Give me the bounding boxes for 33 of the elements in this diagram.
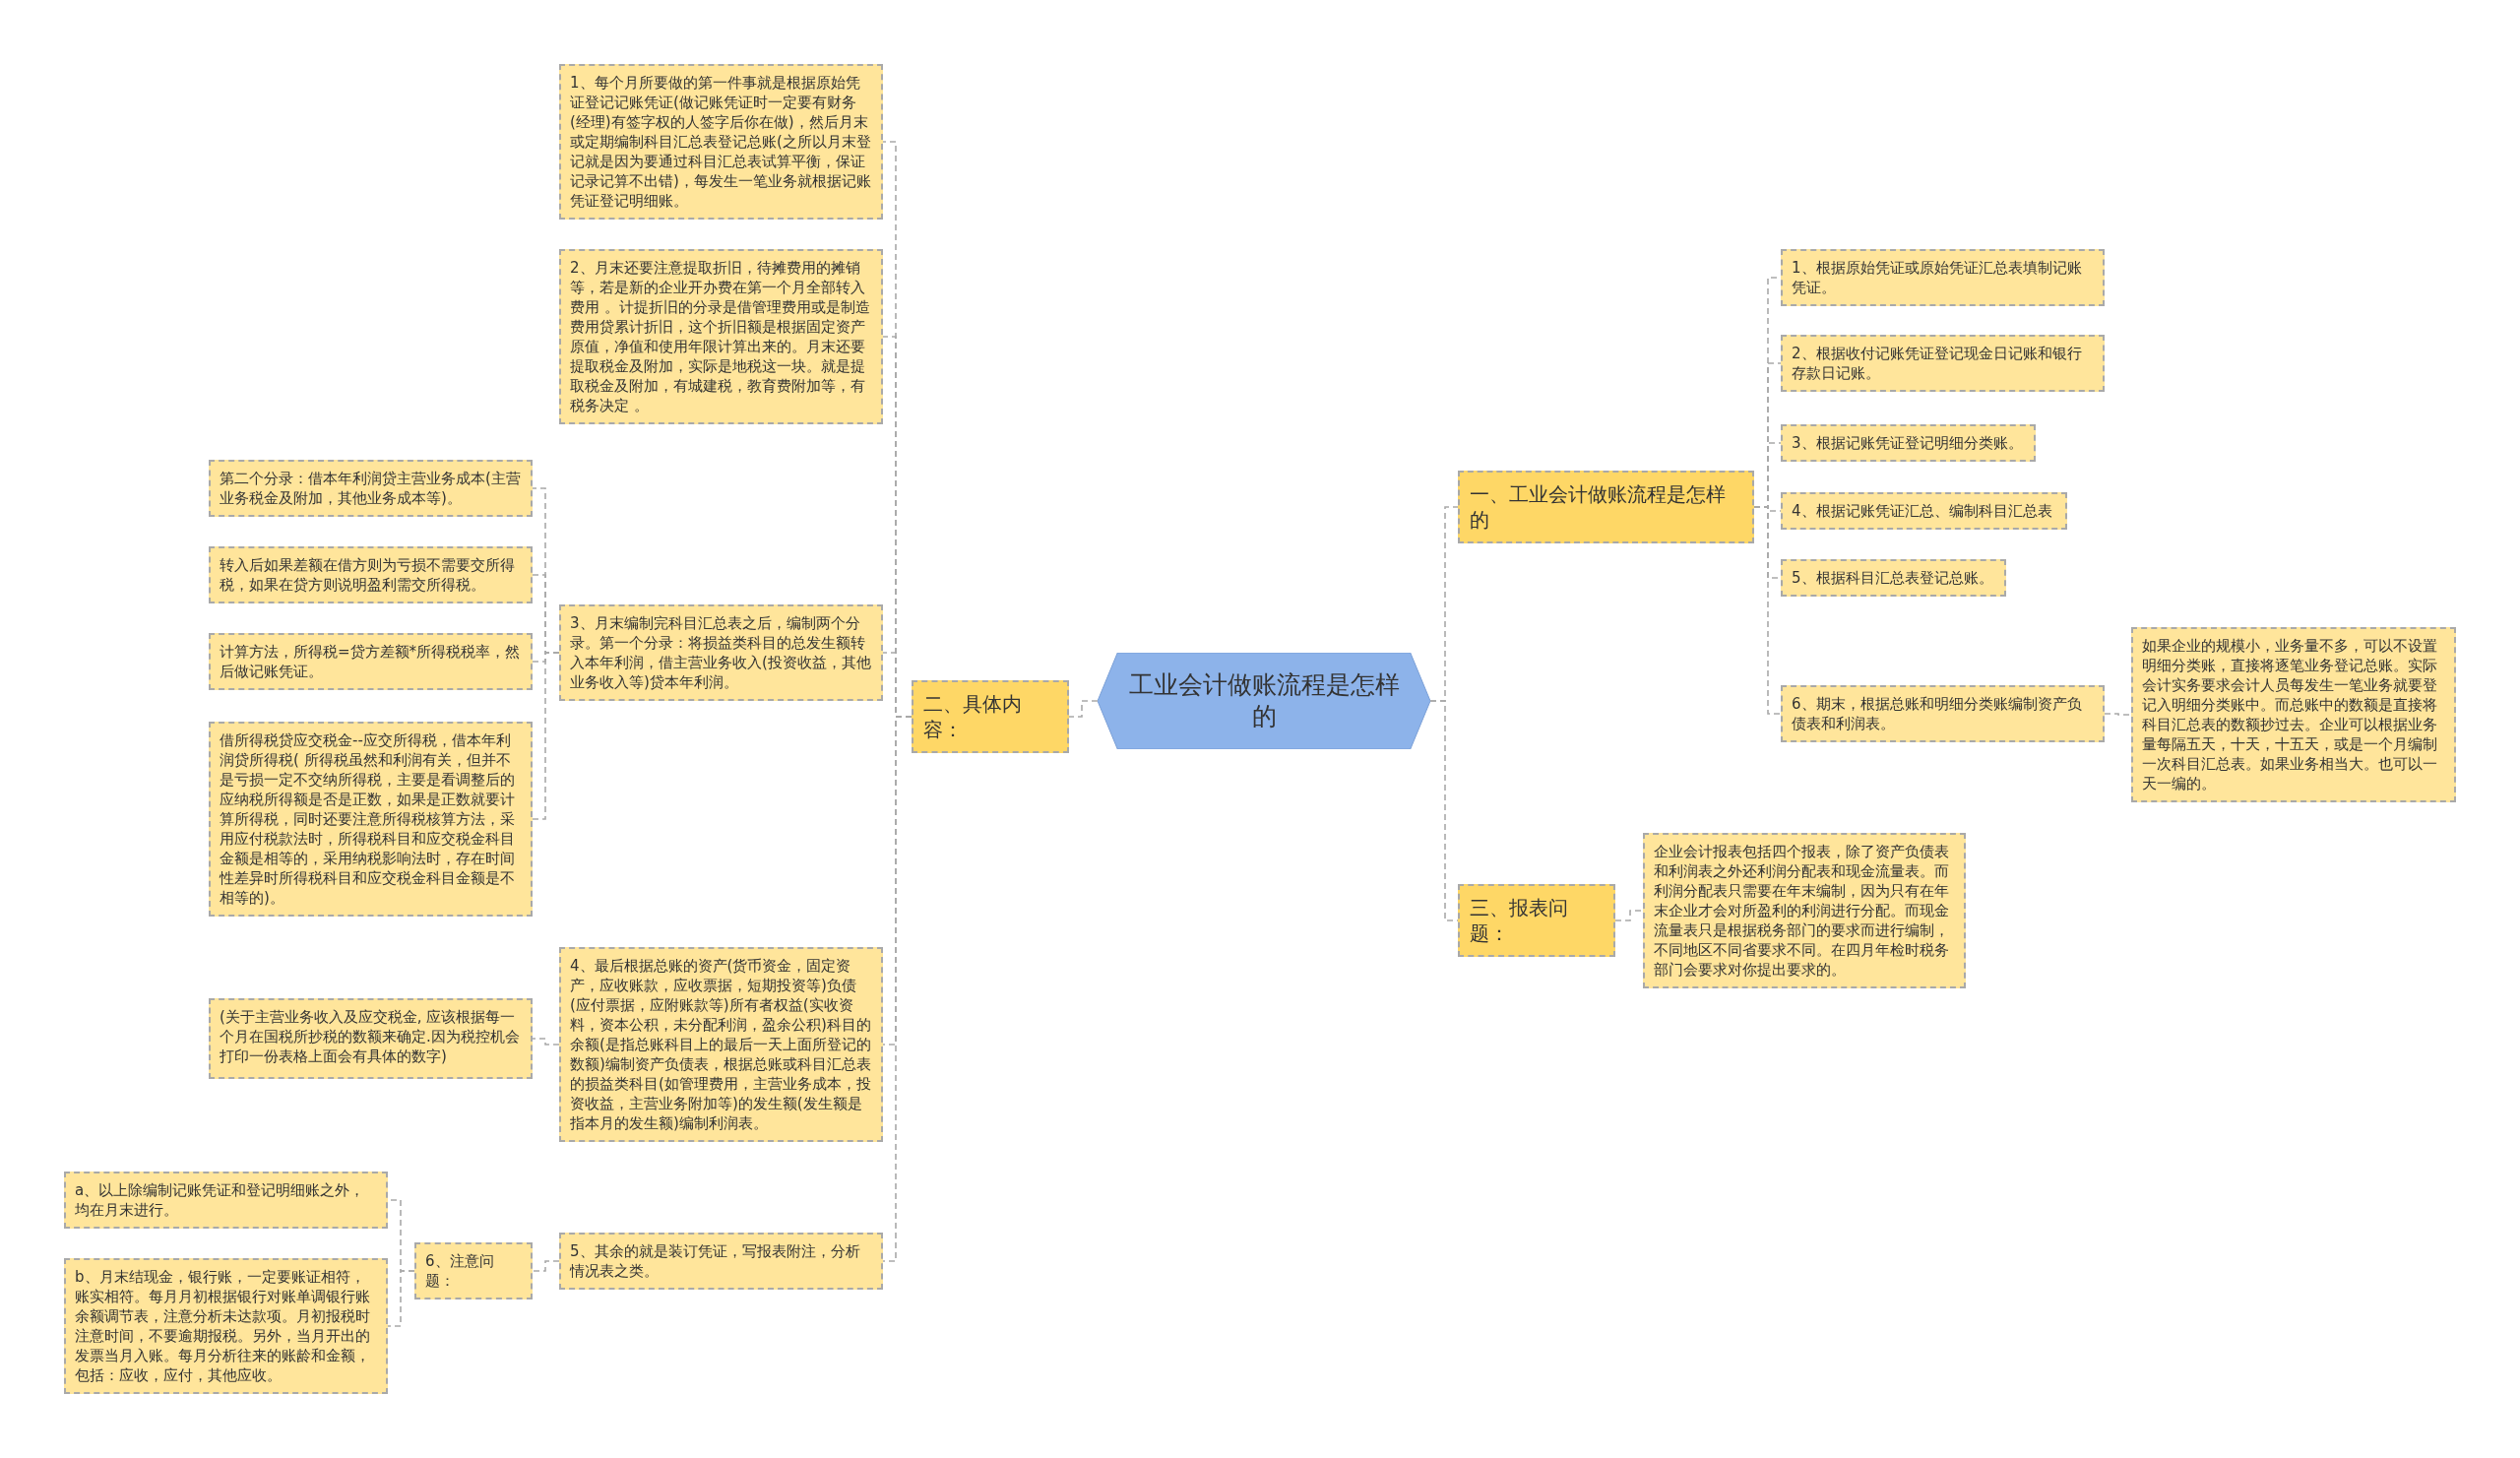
connector-line <box>387 1270 415 1327</box>
topic-box: (关于主营业务收入及应交税金, 应该根据每一个月在国税所抄税的数额来确定.因为税控机会打印一份表格上面会有具体的数字) <box>209 998 533 1079</box>
topic-box: 5、其余的就是装订凭证，写报表附注，分析情况表之类。 <box>559 1233 883 1290</box>
topic-box: 6、注意问题： <box>414 1242 533 1300</box>
topic-box: b、月末结现金，银行账，一定要账证相符，账实相符。每月月初根据银行对账单调银行账余额调节表，注意分析未达款项。月初报税时注意时间，不要逾期报税。另外，当月开出的发票当月入账。每月分析往来的账龄和金额，包括：应收，应付，其他应收。 <box>64 1258 388 1394</box>
topic-box: 如果企业的规模小，业务量不多，可以不设置明细分类账，直接将逐笔业务登记总账。实际会计实务要求会计人员每发生一笔业务就要登记入明细分类账中。而总账中的数额是直接将科目汇总表的数额抄过去。企业可以根据业务量每隔五天，十天，十五天，或是一个月编制一次科目汇总表。如果业务相当大。也可以一天一编的。 <box>2131 627 2456 802</box>
topic-box: 企业会计报表包括四个报表，除了资产负债表和利润表之外还利润分配表和现金流量表。而利润分配表只需要在年末编制，因为只有在年末企业才会对所盈利的利润进行分配。而现金流量表只是根据税务部门的要求而进行编制，不同地区不同省要求不同。在四月年检时税务部门会要求对你提出要求的。 <box>1643 833 1966 988</box>
topic-box: 5、根据科目汇总表登记总账。 <box>1781 559 2006 597</box>
connector-line <box>1614 910 1644 921</box>
topic-box: 第二个分录：借本年利润贷主营业务成本(主营业务税金及附加，其他业务成本等)。 <box>209 460 533 517</box>
connector-line <box>2104 713 2132 716</box>
topic-box: 1、根据原始凭证或原始凭证汇总表填制记账凭证。 <box>1781 249 2105 306</box>
branch-topic: 二、具体内容： <box>912 680 1069 753</box>
topic-box: 6、期末，根据总账和明细分类账编制资产负债表和利润表。 <box>1781 685 2105 742</box>
connector-line <box>532 1038 560 1046</box>
topic-box: 2、月末还要注意提取折旧，待摊费用的摊销等，若是新的企业开办费在第一个月全部转入费用 。计提折旧的分录是借管理费用或是制造费用贷累计折旧，这个折旧额是根据固定资产原值，净值和使用年限计算出来的。月末还要提取税金及附加，实际是地税这一块。就是提取税金及附加，有城建税，教育费附加等，有税务决定 。 <box>559 249 883 424</box>
topic-box: 2、根据收付记账凭证登记现金日记账和银行存款日记账。 <box>1781 335 2105 392</box>
topic-box: 计算方法，所得税=贷方差额*所得税税率，然后做记账凭证。 <box>209 633 533 690</box>
connector-line <box>532 652 560 820</box>
connector-line <box>532 1260 560 1272</box>
connector-line <box>1753 506 1782 715</box>
branch-topic: 三、报表问题： <box>1458 884 1615 957</box>
topic-box: a、以上除编制记账凭证和登记明细账之外，均在月末进行。 <box>64 1172 388 1229</box>
topic-box: 4、根据记账凭证汇总、编制科目汇总表 <box>1781 492 2067 530</box>
topic-box: 4、最后根据总账的资产(货币资金，固定资产，应收账款，应收票据，短期投资等)负债(应付票据，应附账款等)所有者权益(实收资料，资本公积，未分配利润，盈余公积)科目的余额(是指总账科目上的最后一天上面所登记的数额)编制资产负债表，根据总账或科目汇总表的损益类科目(如管理费用，主营业务成本，投资收益，主营业务附加等)的发生额(发生额是指本月的发生额)编制利润表。 <box>559 947 883 1142</box>
topic-box: 转入后如果差额在借方则为亏损不需要交所得税，如果在贷方则说明盈利需交所得税。 <box>209 546 533 603</box>
topic-box: 3、月末编制完科目汇总表之后，编制两个分录。第一个分录：将损益类科目的总发生额转入本年利润，借主营业务收入(投资收益，其他业务收入等)贷本年利润。 <box>559 604 883 701</box>
topic-box: 借所得税贷应交税金--应交所得税，借本年利润贷所得税( 所得税虽然和利润有关，但并不是亏损一定不交纳所得税，主要是看调整后的应纳税所得额是否是正数，如果是正数就要计算所得税，同时还要注意所得税核算方法，采用应付税款法时，所得税科目和应交税金科目金额是相等的，采用纳税影响法时，存在时间性差异时所得税科目和应交税金科目金额是不相等的)。 <box>209 722 533 917</box>
branch-topic: 一、工业会计做账流程是怎样的 <box>1458 471 1754 543</box>
topic-box: 3、根据记账凭证登记明细分类账。 <box>1781 424 2036 462</box>
topic-box: 1、每个月所要做的第一件事就是根据原始凭证登记记账凭证(做记账凭证时一定要有财务(经理)有签字权的人签字后你在做)，然后月末或定期编制科目汇总表登记总账(之所以月末登记就是因为要通过科目汇总表试算平衡，保证记录记算不出错)，每发生一笔业务就根据记账凭证登记明细账。 <box>559 64 883 220</box>
central-topic: 工业会计做账流程是怎样的 <box>1098 653 1430 749</box>
connector-line <box>1068 700 1099 718</box>
